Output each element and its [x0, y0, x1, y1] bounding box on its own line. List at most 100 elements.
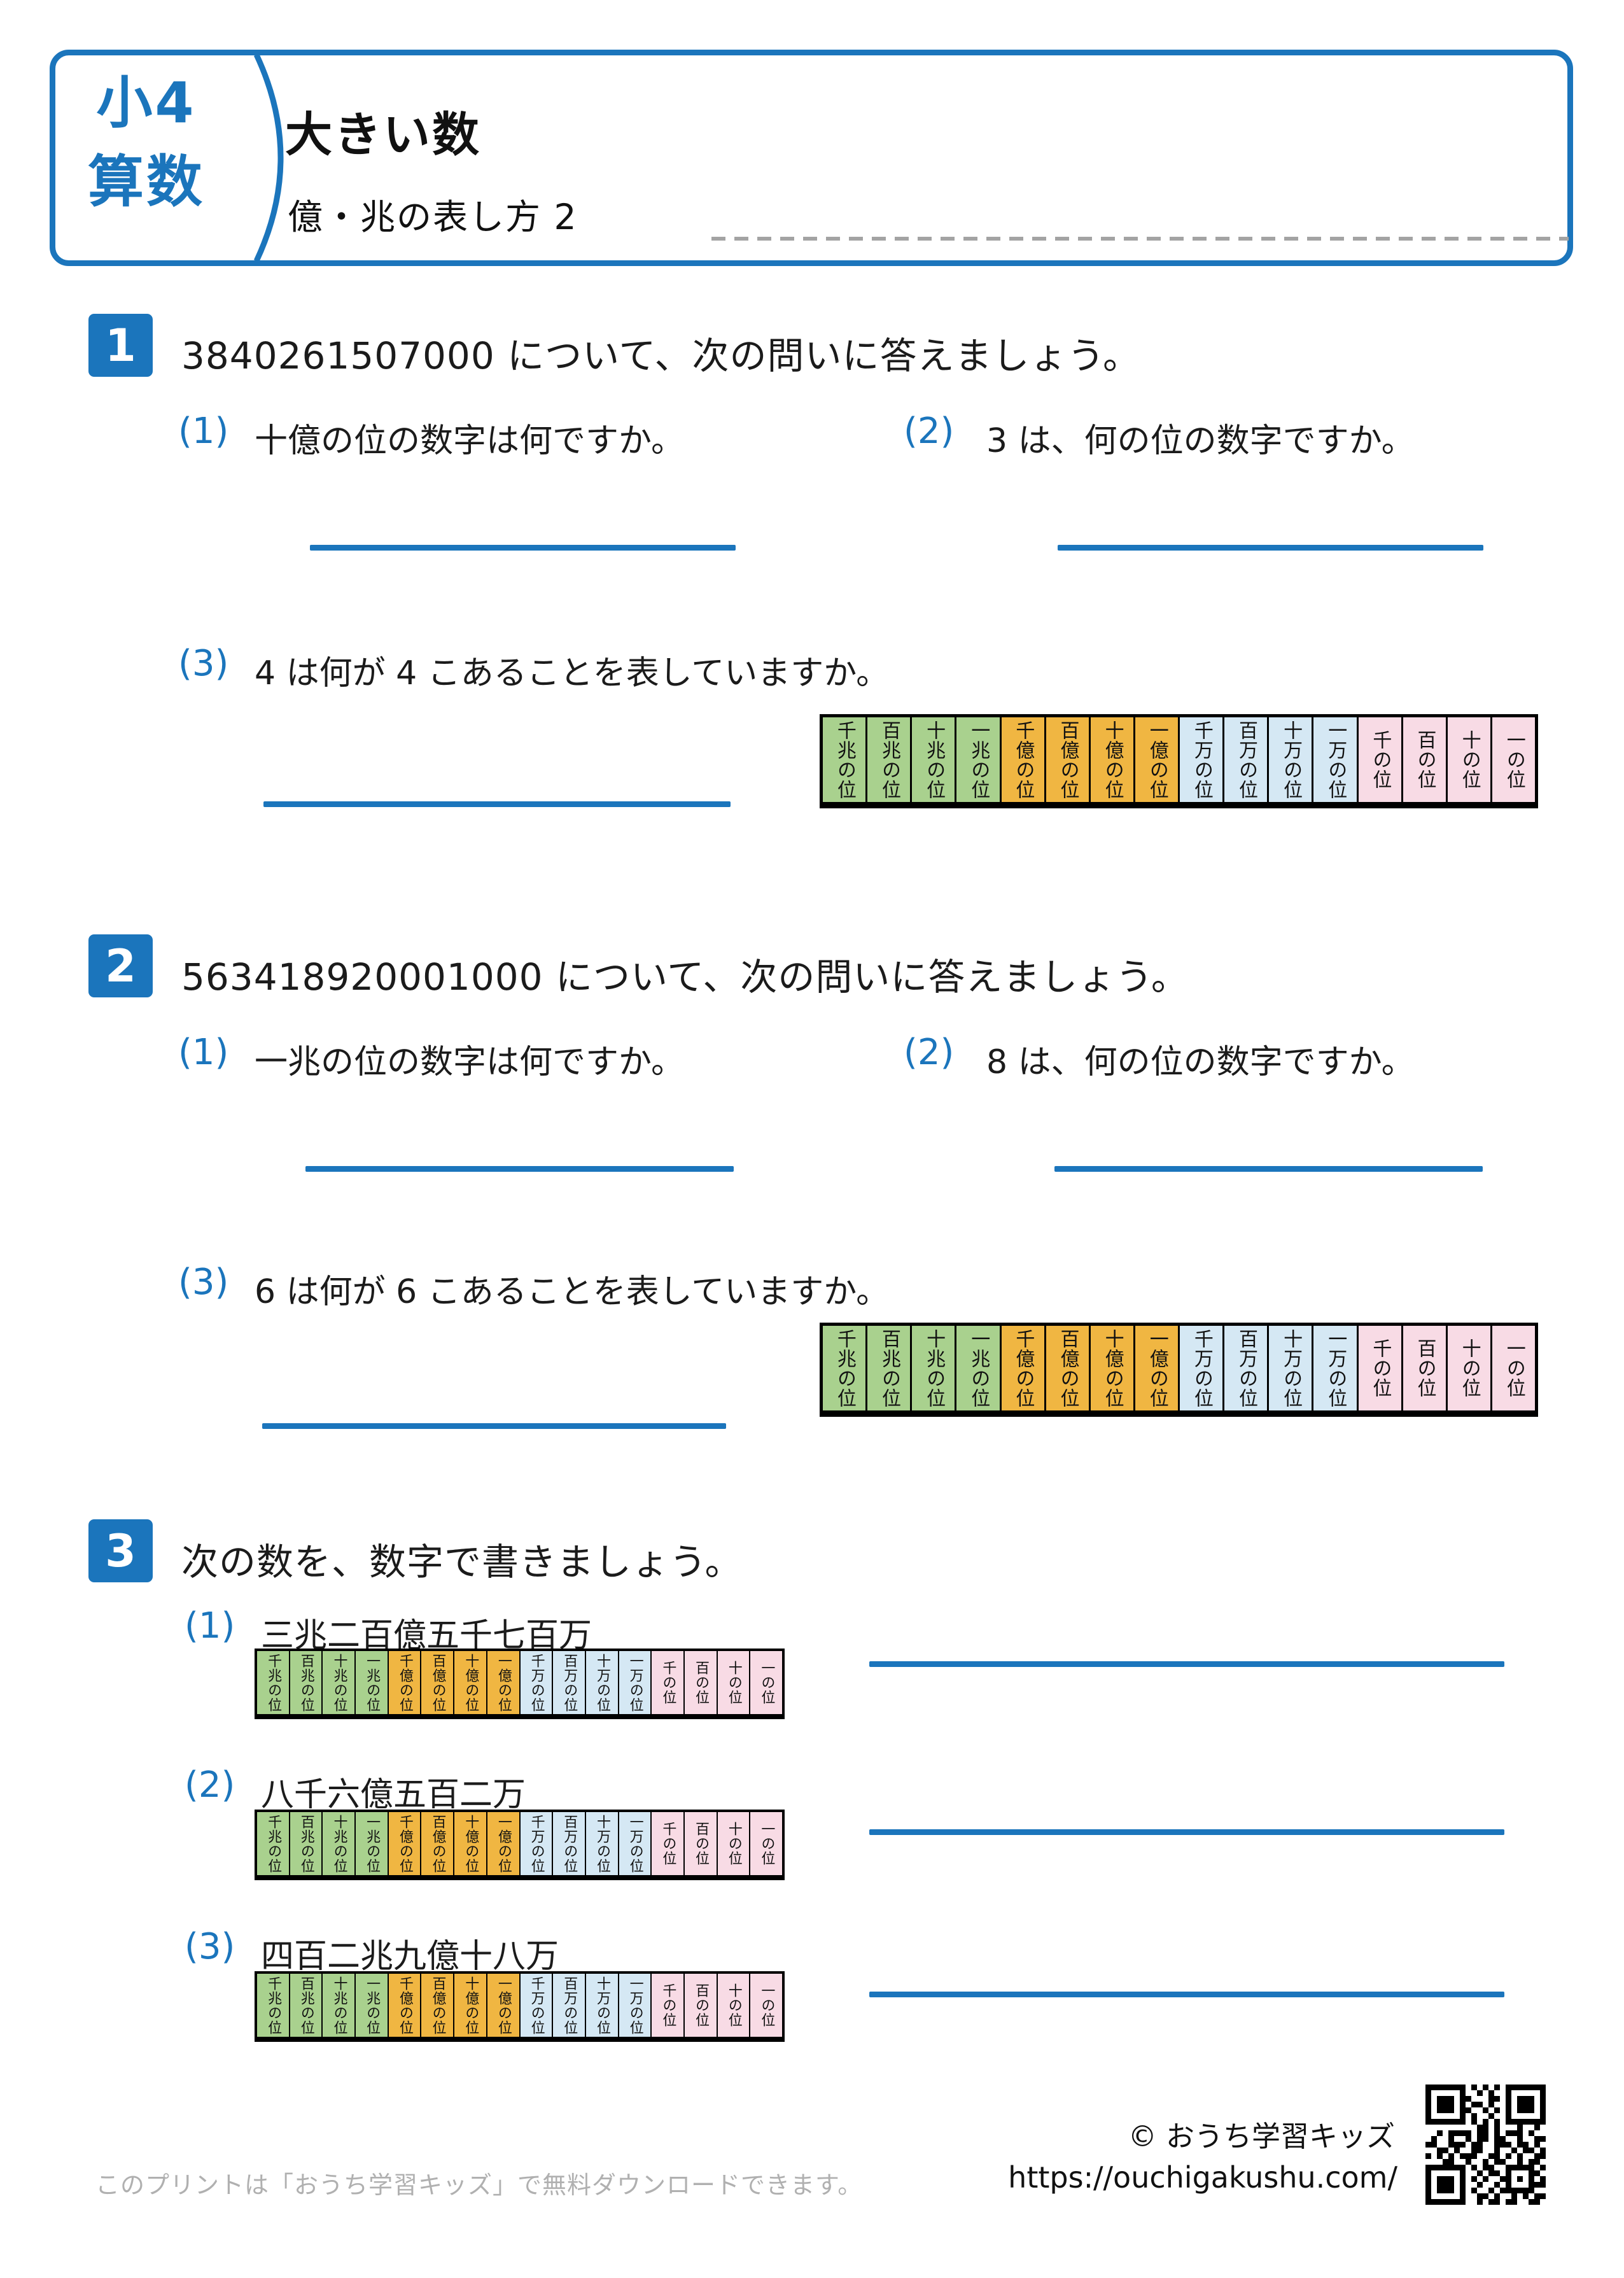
q2-sub3-answer-line[interactable] — [262, 1423, 726, 1429]
q3-item3-answer-line[interactable] — [869, 1992, 1504, 1997]
pv-column: 一万の位 — [619, 1812, 652, 1878]
pv-column: 十億の位 — [1090, 717, 1135, 805]
pv-column: 十の位 — [717, 1651, 751, 1717]
pv-column: 百の位 — [1403, 717, 1448, 805]
pv-header-cell: 千兆の位 — [823, 1326, 866, 1414]
pv-column: 千兆の位 — [257, 1812, 290, 1878]
pv-header-cell: 一兆の位 — [956, 717, 1000, 805]
pv-column: 十億の位 — [1090, 1326, 1135, 1414]
pv-header-cell: 十億の位 — [454, 1812, 486, 1878]
pv-column: 千億の位 — [1001, 717, 1046, 805]
pv-header-cell: 十兆の位 — [912, 1326, 955, 1414]
q1-sub3-text: 4 は何が 4 こあることを表していますか。 — [255, 654, 890, 693]
pv-header-cell: 千億の位 — [388, 1812, 421, 1878]
pv-header-cell: 一兆の位 — [356, 1974, 388, 2039]
pv-column: 千万の位 — [520, 1651, 554, 1717]
place-value-table: 千兆の位百兆の位十兆の位一兆の位千億の位百億の位十億の位一億の位千万の位百万の位… — [255, 1810, 785, 1880]
q2-sub3-text: 6 は何が 6 こあることを表していますか。 — [255, 1273, 890, 1311]
pv-column: 百兆の位 — [867, 1326, 913, 1414]
pv-header-cell: 千兆の位 — [257, 1974, 289, 2039]
pv-header-cell: 十の位 — [717, 1974, 750, 2039]
pv-header-cell: 百兆の位 — [867, 1326, 911, 1414]
pv-column: 千の位 — [652, 1974, 685, 2039]
pv-header-cell: 千万の位 — [520, 1812, 552, 1878]
pv-header-cell: 百億の位 — [1046, 717, 1089, 805]
pv-header-cell: 千の位 — [652, 1812, 683, 1878]
place-value-table: 千兆の位百兆の位十兆の位一兆の位千億の位百億の位十億の位一億の位千万の位百万の位… — [255, 1649, 785, 1719]
pv-header-cell: 一兆の位 — [956, 1326, 1000, 1414]
pv-column: 一兆の位 — [956, 717, 1002, 805]
q2-statement: 563418920001000 について、次の問いに答えましょう。 — [181, 955, 1189, 999]
q2-sub2-answer-line[interactable] — [1054, 1166, 1483, 1172]
pv-header-cell: 百万の位 — [553, 1651, 585, 1717]
pv-header-cell: 十万の位 — [1269, 1326, 1312, 1414]
q3-item1-answer-line[interactable] — [869, 1661, 1504, 1667]
q1-number-badge: 1 — [88, 314, 153, 377]
pv-column: 百兆の位 — [867, 717, 913, 805]
pv-header-cell: 一万の位 — [619, 1651, 651, 1717]
pv-column: 十億の位 — [454, 1812, 487, 1878]
pv-header-cell: 一兆の位 — [356, 1651, 388, 1717]
pv-header-cell: 百兆の位 — [290, 1651, 322, 1717]
pv-column: 百の位 — [684, 1974, 718, 2039]
pv-header-cell: 一の位 — [750, 1651, 782, 1717]
pv-header-cell: 十万の位 — [1269, 717, 1312, 805]
place-value-table: 千兆の位百兆の位十兆の位一兆の位千億の位百億の位十億の位一億の位千万の位百万の位… — [820, 714, 1538, 808]
pv-header-cell: 百億の位 — [421, 1812, 454, 1878]
pv-column: 百億の位 — [1046, 717, 1091, 805]
q3-number: 3 — [105, 1524, 136, 1577]
pv-column: 十の位 — [1447, 717, 1492, 805]
q1-statement: 3840261507000 について、次の問いに答えましょう。 — [181, 334, 1141, 377]
pv-header-cell: 百万の位 — [553, 1812, 585, 1878]
q3-item3-label: (3) — [185, 1926, 235, 1967]
pv-header-cell: 十兆の位 — [323, 1812, 355, 1878]
pv-header-cell: 千の位 — [652, 1974, 683, 2039]
pv-column: 一億の位 — [1135, 1326, 1180, 1414]
pv-header-cell: 十億の位 — [1090, 717, 1133, 805]
pv-header-cell: 十の位 — [717, 1812, 750, 1878]
pv-column: 十兆の位 — [323, 1974, 356, 2039]
pv-column: 十万の位 — [585, 1812, 619, 1878]
pv-header-cell: 百の位 — [684, 1812, 717, 1878]
pv-column: 一の位 — [1492, 717, 1535, 805]
pv-column: 千兆の位 — [823, 717, 868, 805]
place-value-table: 千兆の位百兆の位十兆の位一兆の位千億の位百億の位十億の位一億の位千万の位百万の位… — [820, 1323, 1538, 1417]
pv-column: 百万の位 — [1224, 1326, 1270, 1414]
pv-header-cell: 百の位 — [684, 1974, 717, 2039]
pv-column: 千万の位 — [520, 1812, 554, 1878]
pv-header-cell: 一万の位 — [1313, 1326, 1357, 1414]
pv-header-cell: 十万の位 — [585, 1812, 618, 1878]
pv-column: 一万の位 — [619, 1974, 652, 2039]
name-line — [711, 237, 1569, 241]
pv-column: 一億の位 — [1135, 717, 1180, 805]
pv-header-cell: 一万の位 — [619, 1974, 651, 2039]
pv-header-cell: 千億の位 — [1001, 717, 1044, 805]
pv-header-cell: 一億の位 — [1135, 717, 1178, 805]
pv-column: 千兆の位 — [257, 1974, 290, 2039]
pv-header-cell: 千兆の位 — [257, 1651, 289, 1717]
pv-header-cell: 十の位 — [717, 1651, 750, 1717]
page-title: 大きい数 — [285, 108, 481, 162]
pv-header-cell: 百億の位 — [421, 1974, 454, 2039]
pv-column: 百万の位 — [553, 1812, 586, 1878]
pv-column: 十の位 — [717, 1812, 751, 1878]
subject-label: 算数 — [87, 149, 205, 214]
pv-column: 百億の位 — [1046, 1326, 1091, 1414]
q2-sub1-answer-line[interactable] — [305, 1166, 734, 1172]
pv-column: 千の位 — [652, 1812, 685, 1878]
pv-column: 一の位 — [750, 1651, 782, 1717]
q3-item2-answer-line[interactable] — [869, 1829, 1504, 1835]
pv-column: 一万の位 — [619, 1651, 652, 1717]
q1-sub2-text: 3 は、何の位の数字ですか。 — [986, 422, 1415, 460]
pv-header-cell: 百万の位 — [553, 1974, 585, 2039]
q1-sub3-answer-line[interactable] — [263, 801, 731, 807]
footer-note: このプリントは「おうち学習キッズ」で無料ダウンロードできます。 — [95, 2171, 863, 2199]
q1-sub2-answer-line[interactable] — [1058, 545, 1483, 551]
footer-copyright: © おうち学習キッズ — [1128, 2120, 1395, 2153]
pv-column: 千億の位 — [388, 1812, 422, 1878]
pv-column: 一兆の位 — [956, 1326, 1002, 1414]
pv-header-cell: 千万の位 — [520, 1651, 552, 1717]
q1-sub1-answer-line[interactable] — [310, 545, 736, 551]
pv-column: 一万の位 — [1313, 717, 1359, 805]
